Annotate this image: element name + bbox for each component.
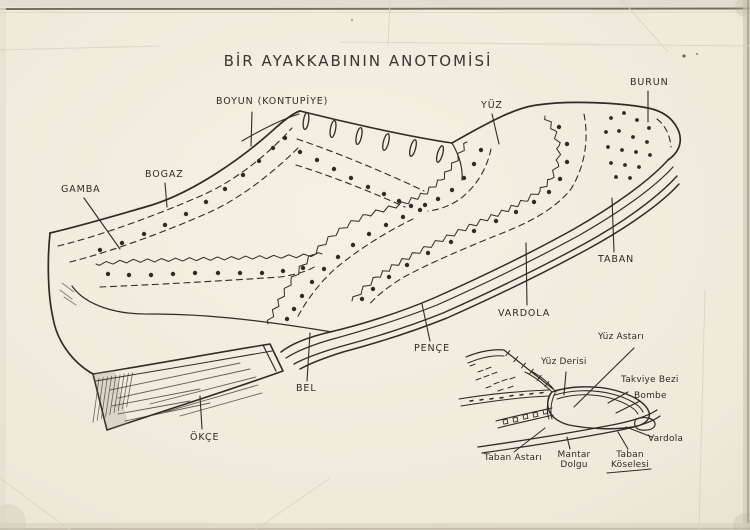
label-bel: BEL	[296, 383, 317, 394]
label-pence: PENÇE	[414, 343, 450, 354]
label-vardola: VARDOLA	[498, 308, 551, 319]
label-okce: ÖKÇE	[190, 432, 220, 443]
label-burun: BURUN	[630, 77, 669, 88]
label-yuz-derisi: Yüz Derisi	[541, 357, 587, 367]
label-gamba: GAMBA	[61, 184, 101, 195]
label-taban: TABAN	[598, 254, 635, 265]
page-title: BİR AYAKKABININ ANOTOMİSİ	[223, 52, 493, 70]
label-taban-koselesi: Taban Köselesi	[610, 450, 649, 471]
label-bogaz: BOGAZ	[145, 169, 184, 180]
label-taban-astari: Taban Astarı	[484, 453, 542, 463]
label-inset-vardola: Vardola	[648, 434, 684, 444]
label-bombe: Bombe	[634, 391, 667, 401]
label-mantar-dolgu: Mantar Dolgu	[557, 450, 591, 471]
label-boyun: BOYUN (KONTUPİYE)	[216, 96, 329, 107]
label-takviye-bezi: Takviye Bezi	[621, 375, 679, 385]
label-yuz-astari: Yüz Astarı	[598, 332, 644, 342]
label-yuz: YÜZ	[481, 100, 503, 111]
